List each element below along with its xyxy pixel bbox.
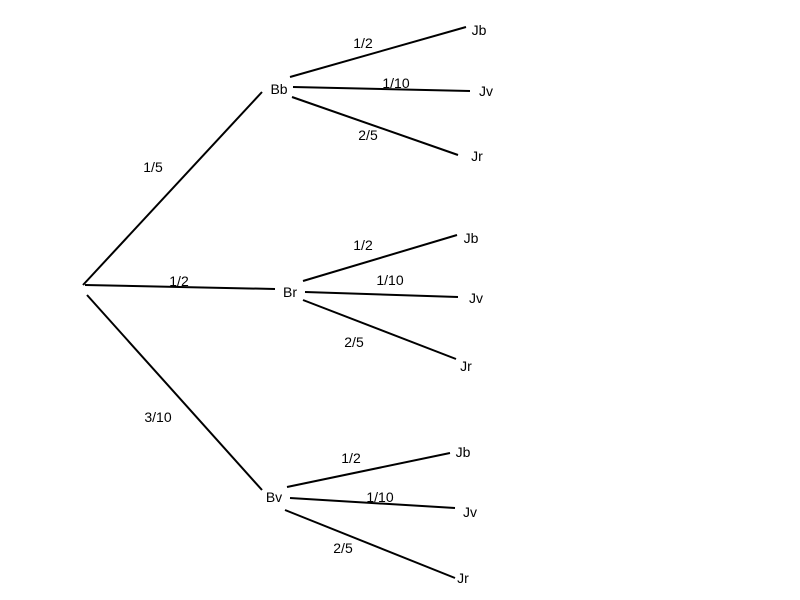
edge-br-jr (302, 299, 457, 360)
edge-br-jv (304, 291, 459, 298)
edge-bv-jr (284, 509, 456, 579)
leaf-bb-jr: Jr (471, 148, 483, 164)
leaf-bv-jr: Jr (457, 570, 469, 586)
prob-br-jb: 1/2 (353, 237, 373, 253)
prob-bb-jb: 1/2 (353, 35, 373, 51)
prob-bv-jb: 1/2 (341, 450, 361, 466)
prob-bb-jr: 2/5 (358, 127, 378, 143)
edge-br-jb (302, 234, 458, 282)
edge-root-bv (86, 294, 263, 491)
edge-bv-jb (286, 452, 451, 488)
edge-root-br (84, 284, 276, 290)
prob-br-jv: 1/10 (376, 272, 404, 288)
edge-bv-jv (289, 497, 456, 509)
node-bb: Bb (270, 81, 288, 97)
prob-bv-jv: 1/10 (366, 489, 394, 505)
node-br: Br (283, 284, 297, 300)
leaf-br-jb: Jb (463, 230, 479, 246)
edge-bb-jb (289, 26, 467, 78)
leaf-br-jr: Jr (460, 358, 472, 374)
leaf-bv-jb: Jb (455, 444, 471, 460)
prob-bb: 1/5 (143, 159, 163, 175)
leaf-bb-jv: Jv (479, 83, 493, 99)
node-bv: Bv (265, 489, 283, 505)
edge-bb-jv (292, 86, 471, 92)
prob-bv: 3/10 (144, 409, 172, 425)
prob-br-jr: 2/5 (344, 334, 364, 350)
edge-root-bb (82, 91, 263, 286)
edge-bb-jr (291, 96, 459, 156)
leaf-bv-jv: Jv (463, 504, 477, 520)
leaf-bb-jb: Jb (471, 22, 487, 38)
leaf-br-jv: Jv (469, 290, 483, 306)
prob-br: 1/2 (169, 273, 189, 289)
prob-bv-jr: 2/5 (333, 540, 353, 556)
prob-bb-jv: 1/10 (382, 75, 410, 91)
